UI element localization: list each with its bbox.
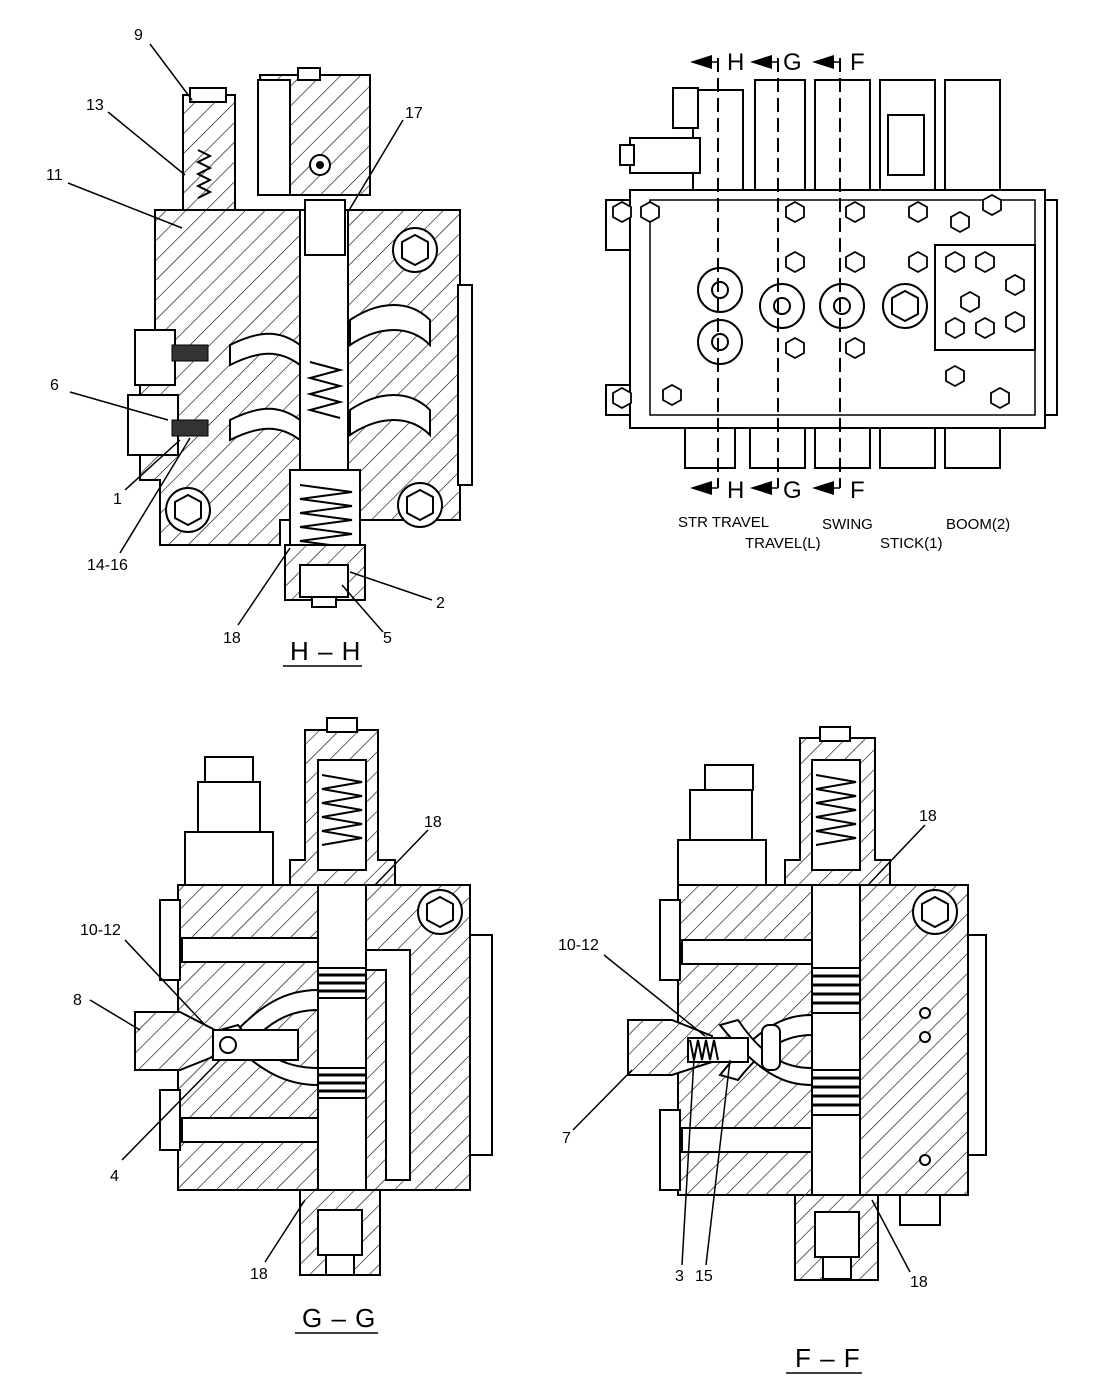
cut-label-f-top: F [850, 49, 865, 76]
callout-18: 18 [223, 630, 241, 647]
callout-18-gg-top: 18 [424, 814, 442, 831]
callout-6: 6 [50, 377, 59, 394]
callout-9: 9 [134, 27, 143, 44]
section-str-travel: STR TRAVEL [678, 514, 769, 531]
spool-lands-gg [317, 967, 367, 1099]
cut-label-h-bottom: H [727, 477, 744, 504]
cut-labels: H G F H G F [727, 49, 865, 504]
callout-15: 15 [695, 1268, 713, 1285]
cut-label-f-bottom: F [850, 477, 865, 504]
cut-label-g-bottom: G [783, 477, 802, 504]
section-swing: SWING [822, 516, 873, 533]
callouts-gg: 10-12 8 18 4 18 [73, 814, 442, 1283]
callout-18-gg-bottom: 18 [250, 1266, 268, 1283]
callout-13: 13 [86, 97, 104, 114]
callout-5: 5 [383, 630, 392, 647]
section-boom-2: BOOM(2) [946, 516, 1010, 533]
callout-7: 7 [562, 1130, 571, 1147]
view-ff [627, 726, 987, 1281]
cut-label-g-top: G [783, 49, 802, 76]
cut-label-h-top: H [727, 49, 744, 76]
callout-17: 17 [405, 105, 423, 122]
view-title-ff: F – F [795, 1343, 861, 1373]
callout-2: 2 [436, 595, 445, 612]
view-gg [134, 717, 493, 1276]
callout-11: 11 [46, 167, 63, 184]
section-travel-l: TRAVEL(L) [745, 535, 821, 552]
callout-4: 4 [110, 1168, 119, 1185]
view-title-gg: G – G [302, 1303, 376, 1333]
callout-10-12-gg: 10-12 [80, 922, 121, 939]
callouts-ff: 10-12 18 7 3 15 18 [558, 808, 937, 1291]
callout-10-12-ff: 10-12 [558, 937, 599, 954]
callout-18-ff-top: 18 [919, 808, 937, 825]
view-top [605, 55, 1058, 495]
view-title-hh: H – H [290, 636, 361, 666]
callout-3: 3 [675, 1268, 684, 1285]
spool-lands-ff [811, 967, 861, 1116]
callout-8: 8 [73, 992, 82, 1009]
callout-18-ff-bottom: 18 [910, 1274, 928, 1291]
view-hh [127, 67, 473, 608]
callouts-hh: 9 13 11 6 1 14-16 17 2 5 18 [46, 27, 445, 647]
section-stick-1: STICK(1) [880, 535, 943, 552]
section-labels: STR TRAVEL TRAVEL(L) SWING STICK(1) BOOM… [678, 514, 1010, 552]
callout-1: 1 [113, 491, 122, 508]
callout-14-16: 14-16 [87, 557, 128, 574]
